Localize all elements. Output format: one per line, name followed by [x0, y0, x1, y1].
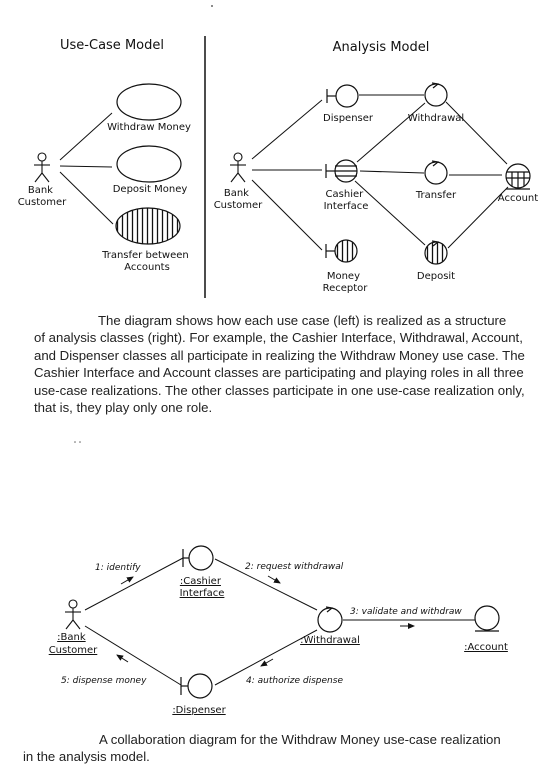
link-withdrawal-account: [445, 101, 508, 165]
message-1-arrow: [120, 576, 134, 585]
link-actor-receptor: [251, 179, 323, 251]
message-2-label: 2: request withdrawal: [245, 562, 344, 572]
association-deposit: [59, 165, 113, 168]
link-cashier-withdrawal: [214, 558, 318, 611]
stray-mark: [211, 5, 213, 7]
cashier-interface-label: Cashier Interface: [324, 189, 369, 212]
money-receptor-boundary-icon: [325, 239, 358, 263]
message-1-label: 1: identify: [95, 563, 141, 573]
collaboration-diagram: :Bank Customer :Cashier Interface :Withd…: [49, 545, 508, 716]
association-withdraw: [59, 112, 113, 161]
collab-dispenser-boundary-icon: [180, 673, 213, 699]
analysis-actor-label: Bank Customer: [214, 188, 263, 211]
collab-withdrawal-label: :Withdrawal: [300, 635, 360, 646]
use-case-associations: [59, 112, 114, 225]
message-2-arrow: [267, 575, 281, 584]
collaboration-links: [84, 557, 476, 686]
association-transfer: [59, 171, 114, 225]
dispenser-label: Dispenser: [323, 113, 374, 124]
collab-bank-customer-label: :Bank Customer: [49, 632, 98, 656]
use-case-model-title: Use-Case Model: [60, 38, 164, 53]
use-case-actor-label: Bank Customer: [18, 185, 67, 208]
message-5-label: 5: dispense money: [61, 676, 147, 686]
message-4-label: 4: authorize dispense: [246, 676, 343, 686]
collab-account-label: :Account: [464, 642, 508, 653]
transfer-control-icon: [424, 160, 448, 185]
money-receptor-label: Money Receptor: [323, 271, 369, 294]
account-entity-icon: [505, 163, 531, 190]
collab-withdrawal-control-icon: [317, 606, 343, 633]
dispenser-boundary-icon: [326, 84, 359, 108]
stray-mark: [79, 441, 81, 443]
link-customer-dispenser: [84, 625, 182, 686]
collab-bank-customer-actor-icon: [65, 599, 81, 630]
deposit-money-use-case: [116, 145, 182, 183]
collab-cashier-interface-boundary-icon: [182, 545, 214, 571]
bank-customer-actor-icon: [34, 152, 50, 183]
link-actor-dispenser: [251, 99, 323, 160]
link-customer-cashier: [84, 557, 184, 611]
deposit-label: Deposit: [417, 271, 455, 282]
withdraw-money-use-case: [116, 83, 182, 121]
message-3-label: 3: validate and withdraw: [350, 607, 462, 617]
link-deposit-account: [447, 186, 509, 249]
withdraw-money-label: Withdraw Money: [107, 122, 191, 133]
use-case-model: Use-Case Model Bank Customer Withdraw Mo…: [18, 38, 192, 273]
collaboration-caption: A collaboration diagram for the Withdraw…: [23, 732, 501, 765]
collab-cashier-interface-label: :Cashier Interface: [180, 576, 225, 599]
message-5-arrow: [116, 654, 129, 663]
link-cashier-withdrawal: [356, 102, 426, 163]
transfer-use-case: [115, 207, 181, 245]
deposit-control-icon: [424, 240, 448, 265]
withdrawal-label: Withdrawal: [408, 113, 464, 124]
link-withdrawal-dispenser: [214, 629, 318, 686]
collab-dispenser-label: :Dispenser: [172, 705, 226, 716]
transfer-label: Transfer: [415, 190, 457, 201]
stray-mark: [74, 441, 76, 443]
message-4-arrow: [260, 658, 274, 667]
analysis-model: Analysis Model Bank Customer: [214, 40, 539, 294]
account-label: Account: [498, 193, 538, 204]
link-cashier-transfer: [359, 170, 425, 174]
cashier-interface-boundary-icon: [325, 159, 358, 183]
collab-account-entity-icon: [474, 605, 500, 632]
top-figure-caption: The diagram shows how each use case (lef…: [34, 313, 525, 416]
analysis-associations: [251, 94, 509, 251]
analysis-model-title: Analysis Model: [333, 40, 430, 55]
withdrawal-control-icon: [424, 82, 448, 107]
analysis-actor-icon: [230, 152, 246, 183]
deposit-money-label: Deposit Money: [113, 184, 188, 195]
link-cashier-deposit: [354, 180, 426, 246]
transfer-use-case-label: Transfer between Accounts: [101, 250, 192, 273]
